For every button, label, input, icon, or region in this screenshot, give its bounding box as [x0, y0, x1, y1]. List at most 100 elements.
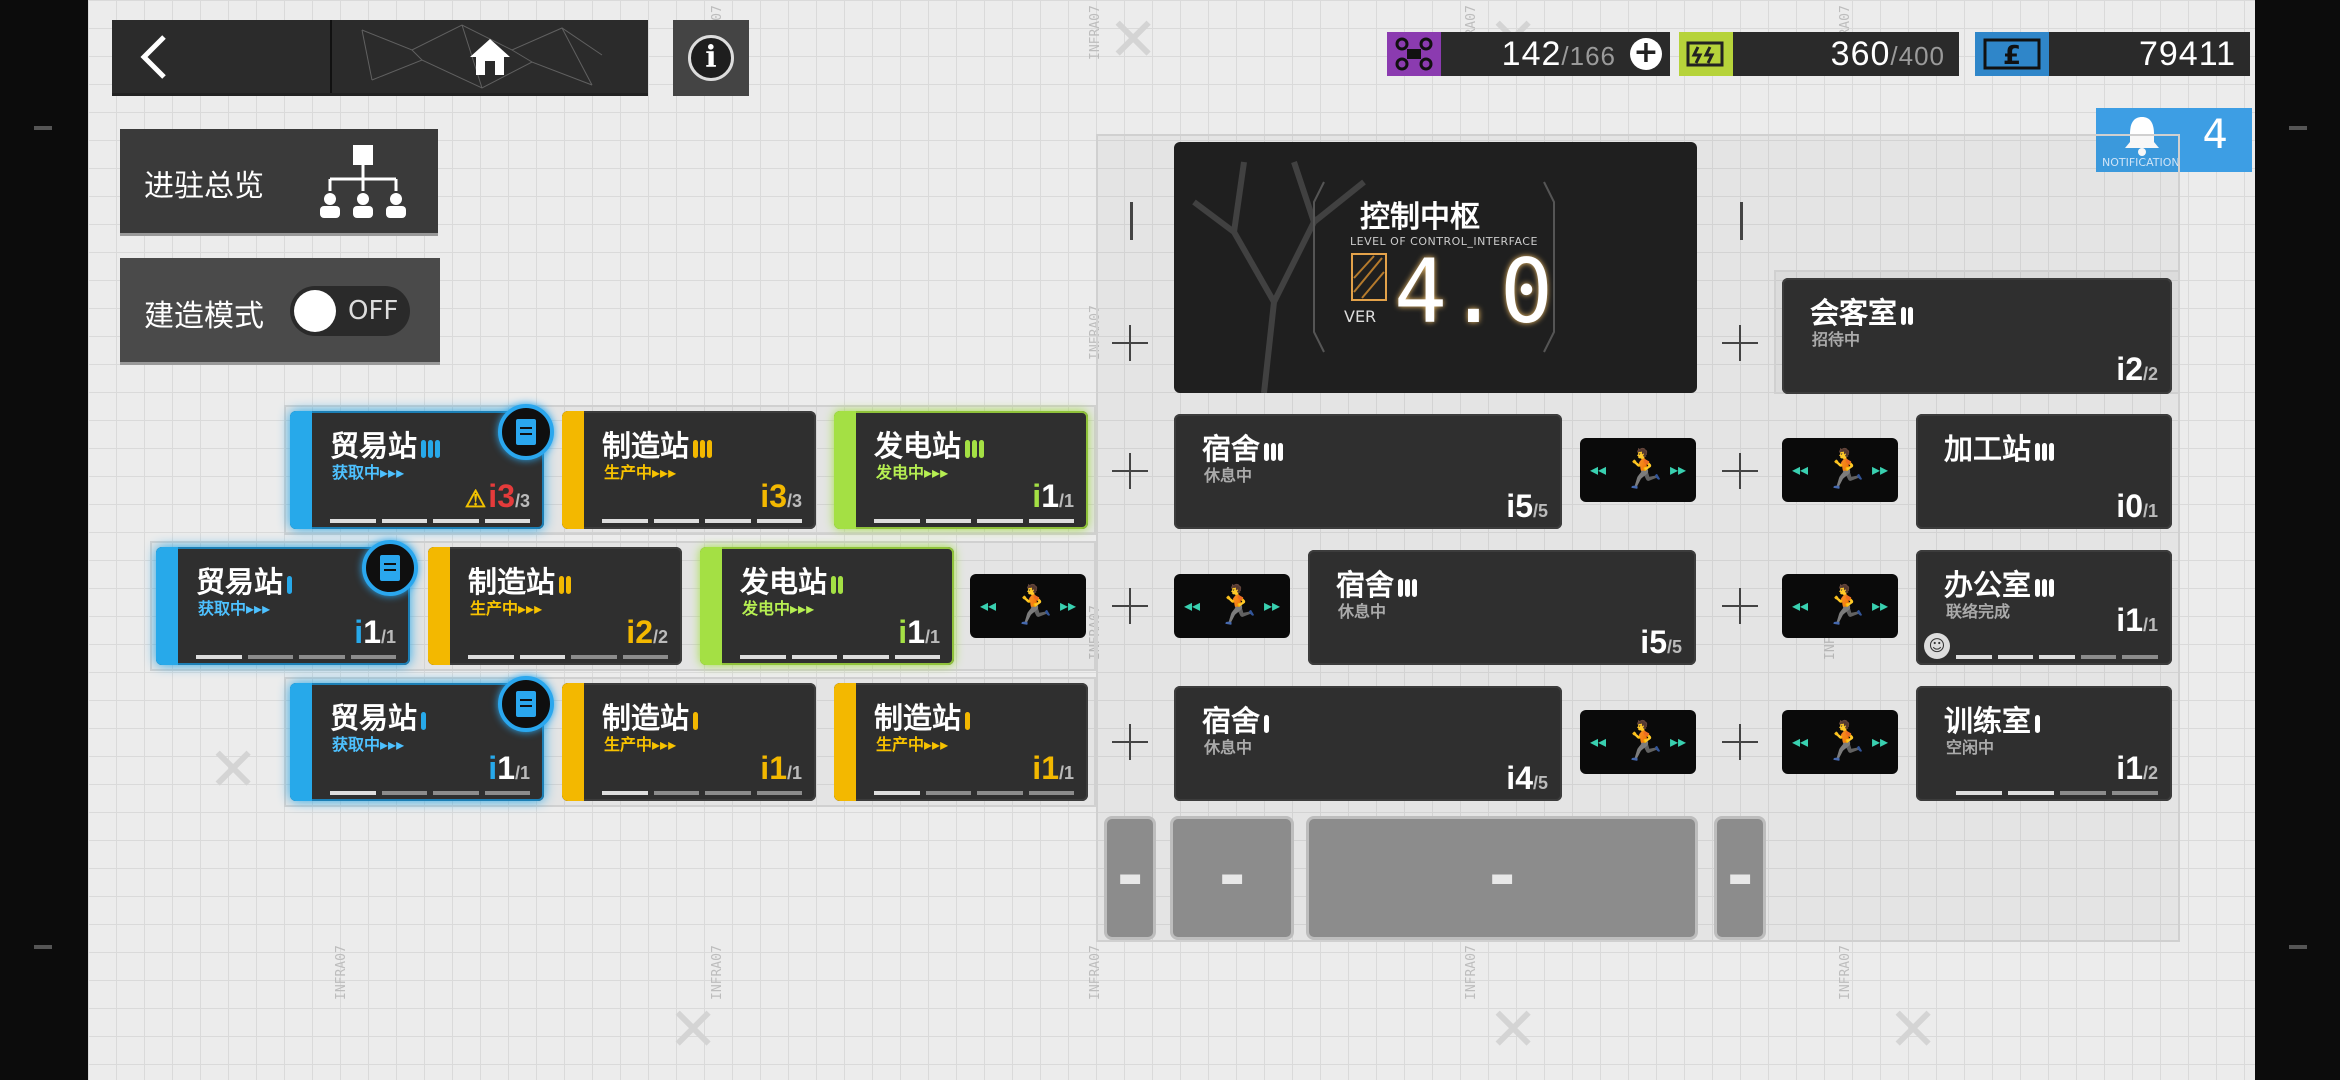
room-name: 贸易站: [330, 695, 428, 737]
room-color-bar: [290, 411, 312, 529]
factory-room[interactable]: 制造站 生产中▸▸▸ i3/3: [562, 411, 816, 529]
watermark: INFRA07: [334, 945, 349, 1000]
room-occupancy: i2/2: [626, 614, 668, 650]
order-document-icon[interactable]: [498, 404, 554, 460]
junction-marker: [1722, 724, 1758, 760]
order-document-icon[interactable]: [362, 540, 418, 596]
basement-slot[interactable]: ▬: [1104, 816, 1156, 940]
dormitory-room[interactable]: 宿舍 休息中 i5/5: [1174, 414, 1562, 529]
home-icon: [470, 38, 510, 75]
basement-slot[interactable]: ▬: [1306, 816, 1698, 940]
back-button[interactable]: [112, 20, 332, 93]
training-room[interactable]: 训练室 空闲中 i1/2: [1916, 686, 2172, 801]
dormitory-room[interactable]: 宿舍 休息中 i4/5: [1174, 686, 1562, 801]
room-status: 发电中▸▸▸: [742, 599, 815, 618]
watermark: INFRA07: [1088, 945, 1103, 1000]
room-occupancy: i5/5: [1506, 488, 1548, 524]
room-name: 制造站: [602, 695, 700, 737]
basement-slot[interactable]: ▬: [1170, 816, 1294, 940]
basement-slot[interactable]: ▬: [1714, 816, 1766, 940]
corridor-room[interactable]: ◂◂🏃▸▸: [1782, 710, 1898, 774]
room-color-bar: [428, 547, 450, 665]
watermark: INFRA07: [1838, 945, 1853, 1000]
dormitory-room[interactable]: 宿舍 休息中 i5/5: [1308, 550, 1696, 665]
control-center-room[interactable]: 控制中枢 LEVEL OF CONTROL_INTERFACE VER 4.0: [1174, 142, 1697, 393]
operator-slots: [468, 655, 668, 659]
back-arrow-icon: [140, 34, 166, 79]
room-name: 会客室: [1810, 290, 1915, 332]
room-occupancy: i3/3: [760, 478, 802, 514]
corridor-room[interactable]: ◂◂🏃▸▸: [1580, 710, 1696, 774]
room-occupancy: i1/1: [354, 614, 396, 650]
room-occupancy: ⚠i3/3: [464, 478, 530, 514]
factory-room[interactable]: 制造站 生产中▸▸▸ i1/1: [834, 683, 1088, 801]
bezel-mark: [34, 945, 52, 949]
room-status: 生产中▸▸▸: [470, 599, 543, 618]
room-occupancy: i1/1: [898, 614, 940, 650]
row3-slot: [284, 677, 1096, 807]
progress-slots: [1956, 655, 2158, 659]
operator-slots: [602, 791, 802, 795]
corridor-room[interactable]: ◂◂🏃▸▸: [1174, 574, 1290, 638]
room-occupancy: i0/1: [2116, 488, 2158, 524]
room-occupancy: i1/1: [1032, 750, 1074, 786]
operator-slots: [602, 519, 802, 523]
power-plant-room[interactable]: 发电站 发电中▸▸▸ i1/1: [700, 547, 954, 665]
trading-post-room[interactable]: 贸易站 获取中▸▸▸ i1/1: [290, 683, 544, 801]
overview-button[interactable]: 进驻总览: [120, 129, 438, 233]
factory-room[interactable]: 制造站 生产中▸▸▸ i1/1: [562, 683, 816, 801]
toggle-state: OFF: [348, 296, 399, 326]
power-value: 360/400: [1830, 34, 1945, 73]
corridor-room[interactable]: ◂◂🏃▸▸: [1782, 438, 1898, 502]
reception-room[interactable]: 会客室 招待中 i2/2: [1782, 278, 2172, 394]
elevator-marker: [1130, 202, 1133, 240]
trading-post-room[interactable]: 贸易站 获取中▸▸▸ i1/1: [156, 547, 410, 665]
control-center-level: 4.0: [1394, 240, 1553, 343]
corridor-room[interactable]: ◂◂🏃▸▸: [1580, 438, 1696, 502]
running-man-icon: 🏃: [1010, 583, 1058, 627]
notification-button[interactable]: 4 NOTIFICATION: [2096, 108, 2252, 172]
room-occupancy: i1/1: [2116, 602, 2158, 638]
corridor-room[interactable]: ◂◂🏃▸▸: [970, 574, 1086, 638]
order-document-icon[interactable]: [498, 676, 554, 732]
room-color-bar: [834, 683, 856, 801]
warning-icon: ⚠: [464, 486, 487, 513]
running-man-icon: 🏃: [1822, 719, 1870, 763]
org-chart-icon: [320, 145, 406, 218]
watermark: INFRA07: [1464, 945, 1479, 1000]
bezel-mark: [2289, 945, 2307, 949]
power-plant-room[interactable]: 发电站 发电中▸▸▸ i1/1: [834, 411, 1088, 529]
room-status: 空闲中: [1946, 738, 1995, 757]
build-mode-toggle[interactable]: OFF: [290, 286, 410, 336]
operator-slots: [1956, 791, 2158, 795]
room-color-bar: [834, 411, 856, 529]
junction-marker: [1112, 325, 1148, 361]
room-occupancy: i1/1: [488, 750, 530, 786]
junction-marker: [1112, 588, 1148, 624]
room-color-bar: [562, 411, 584, 529]
junction-marker: [1112, 724, 1148, 760]
home-button[interactable]: [332, 20, 648, 93]
lmd-icon: £: [1975, 32, 2049, 76]
drone-counter[interactable]: 142/166 +: [1387, 32, 1670, 76]
factory-room[interactable]: 制造站 生产中▸▸▸ i2/2: [428, 547, 682, 665]
control-center-subtitle: LEVEL OF CONTROL_INTERFACE: [1350, 235, 1538, 248]
grid-x-mark: ✕: [1108, 5, 1159, 75]
base-grid: ✕ ✕ ✕ ✕ ✕ ✕ ✕ ✕ ✕ INFRA07 INFRA07 INFRA0…: [88, 0, 2255, 1080]
office-room[interactable]: 办公室 联络完成 i1/1 ☺: [1916, 550, 2172, 665]
operator-slots: [874, 519, 1074, 523]
workshop-room[interactable]: 加工站 i0/1: [1916, 414, 2172, 529]
operator-slots: [196, 655, 396, 659]
corridor-room[interactable]: ◂◂🏃▸▸: [1782, 574, 1898, 638]
info-button[interactable]: i: [673, 20, 749, 96]
room-name: 贸易站: [196, 559, 294, 601]
junction-marker: [1112, 453, 1148, 489]
add-drone-button[interactable]: +: [1630, 38, 1662, 70]
build-mode-label: 建造模式: [144, 299, 264, 334]
room-name: 制造站: [602, 423, 714, 465]
right-bezel: [2255, 0, 2340, 1080]
watermark: INFRA07: [1088, 5, 1103, 60]
room-name: 训练室: [1944, 698, 2042, 740]
control-center-title: 控制中枢: [1360, 200, 1480, 235]
room-name: 办公室: [1944, 562, 2056, 604]
